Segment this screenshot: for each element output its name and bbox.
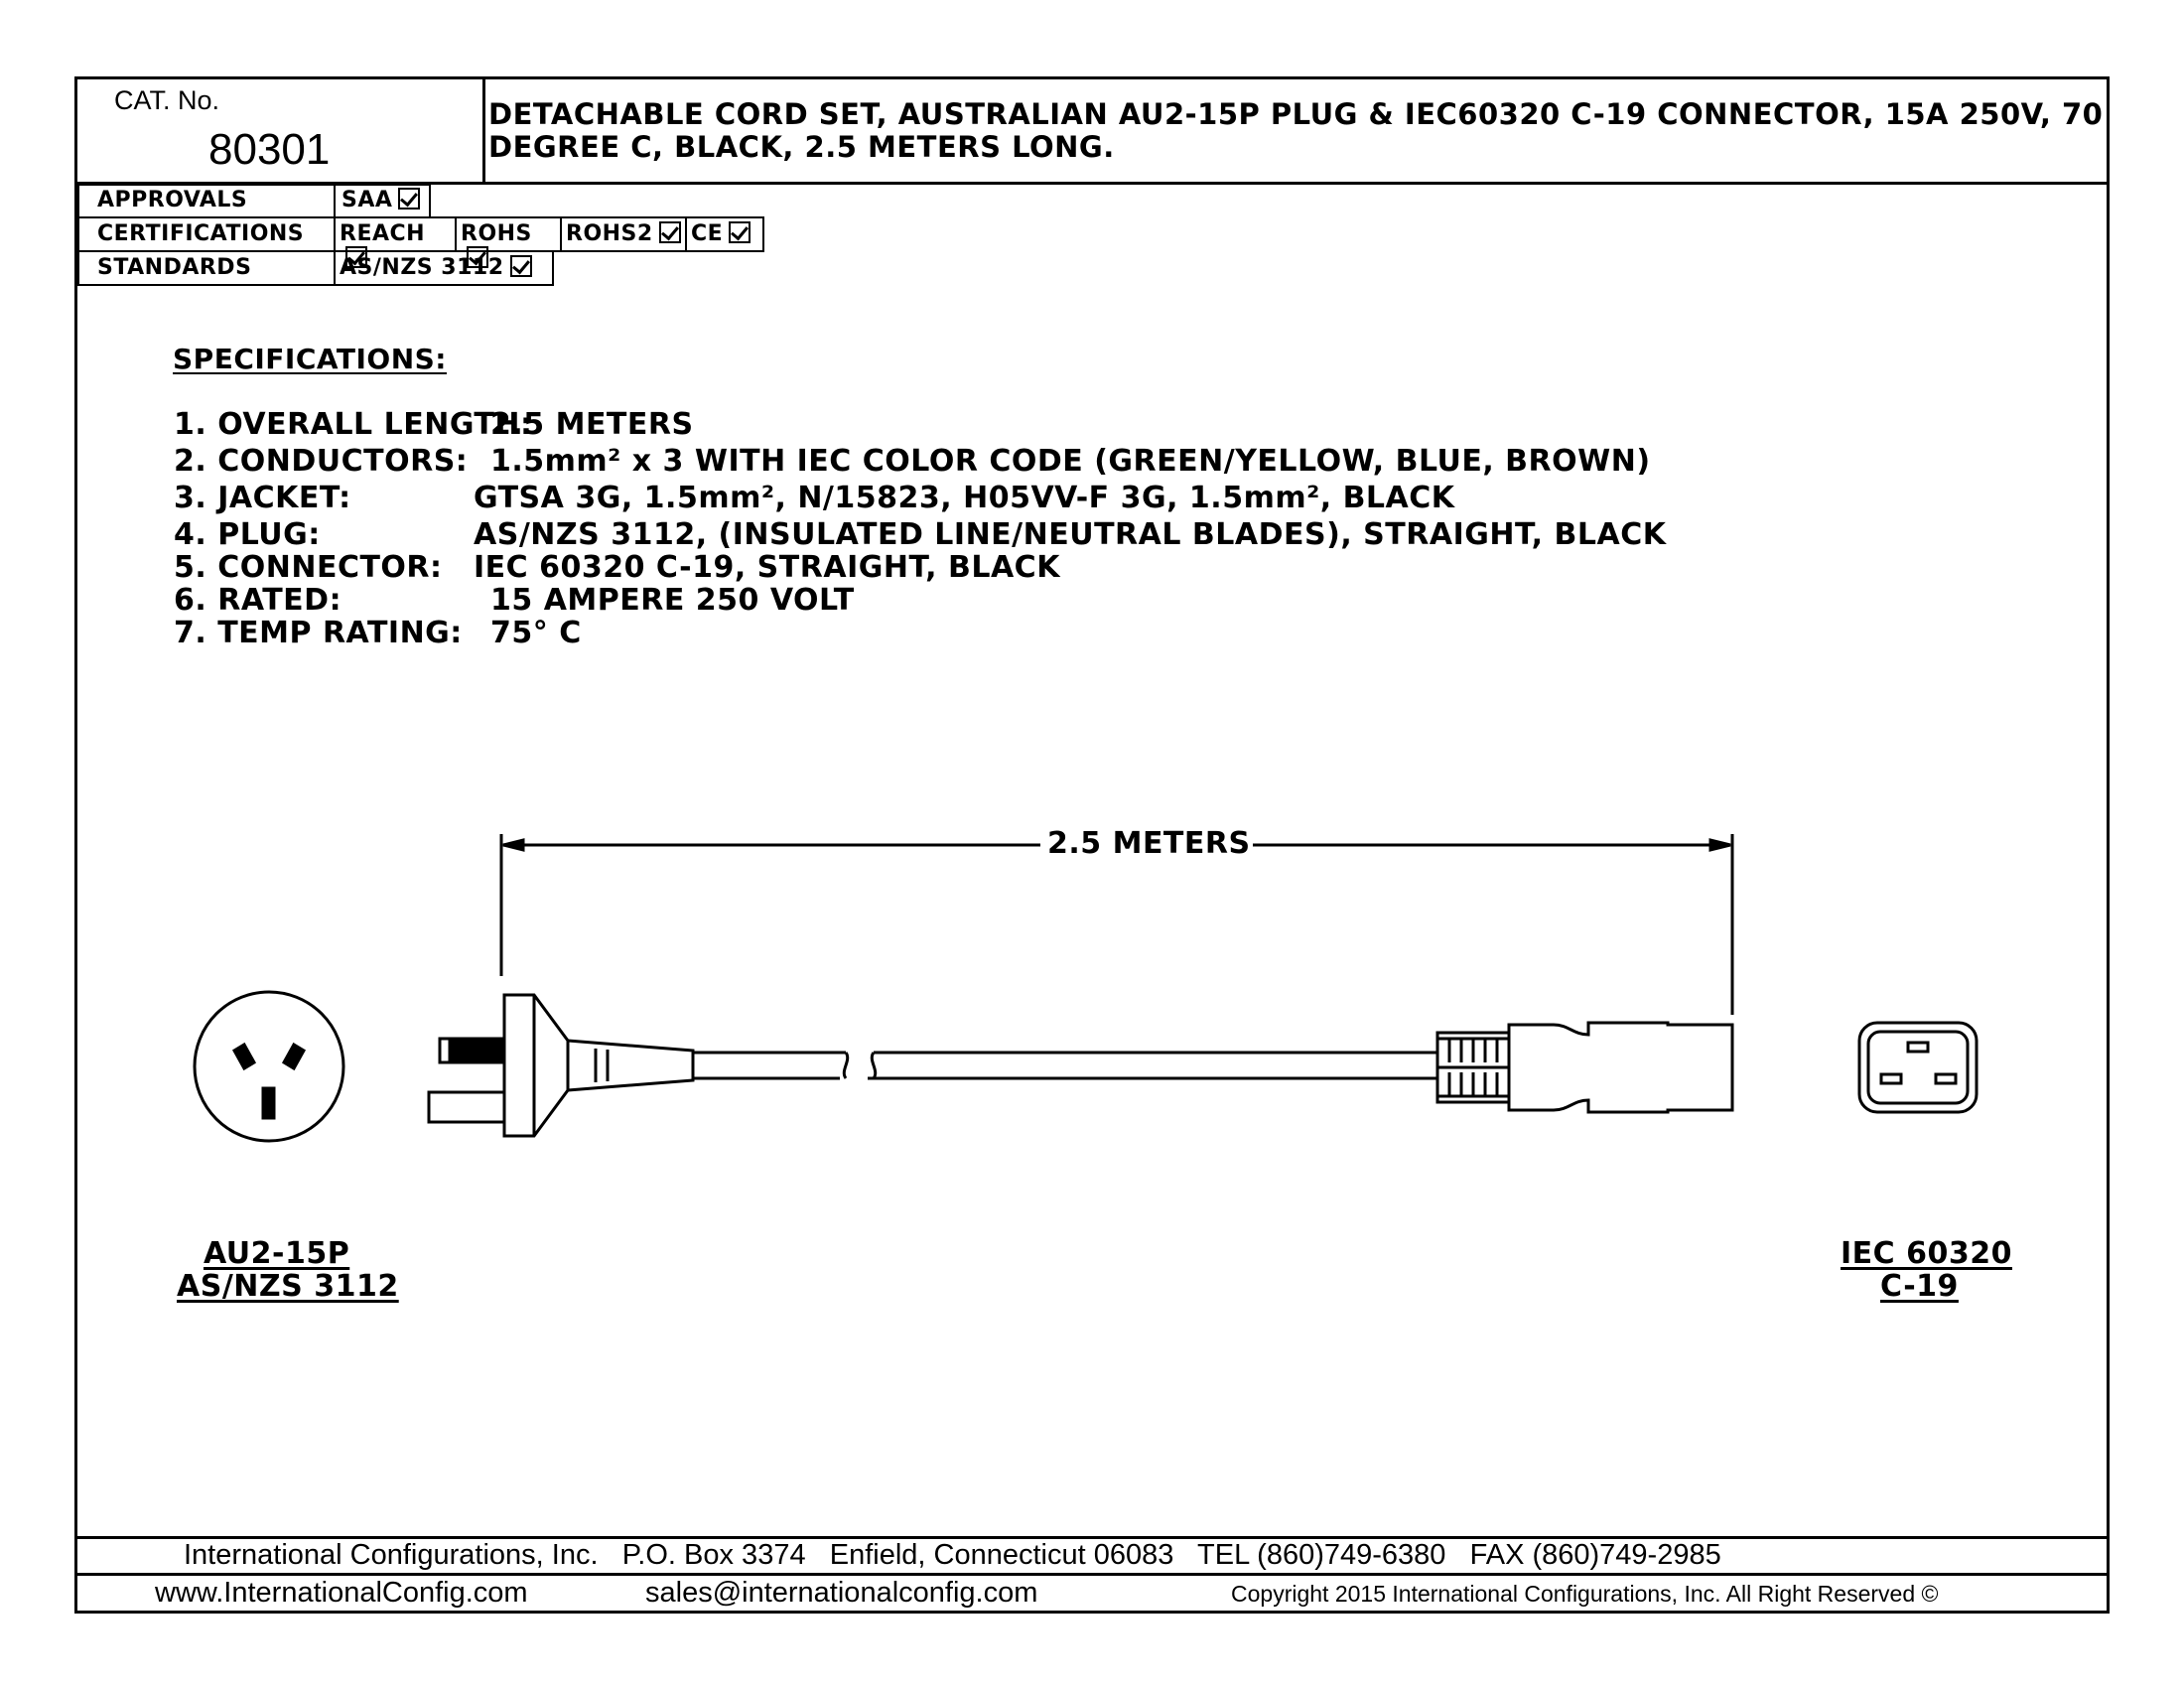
plug-label-line-2: AS/NZS 3112 (177, 1269, 399, 1304)
cat-number: 80301 (208, 125, 331, 174)
approval-saa: SAA (341, 188, 393, 212)
standards-label: STANDARDS (97, 255, 252, 280)
spec-label: 4. PLUG: (174, 517, 321, 552)
spec-value: IEC 60320 C-19, STRAIGHT, BLACK (474, 550, 1060, 585)
footer-top-rule (74, 1536, 2110, 1539)
c19-connector-body-icon (1435, 1021, 1734, 1114)
au-plug-face-icon (193, 990, 345, 1143)
check-icon (467, 246, 488, 268)
spec-value: 15 AMPERE 250 VOLT (490, 583, 855, 618)
spec-label: 6. RATED: (174, 583, 342, 618)
check-icon (345, 246, 367, 268)
spec-value: AS/NZS 3112, (INSULATED LINE/NEUTRAL BLA… (474, 517, 1667, 552)
drawing-frame (74, 76, 2110, 1614)
spec-label: 5. CONNECTOR: (174, 550, 443, 585)
cert-rohs2-cell: ROHS2 (560, 216, 687, 252)
spec-label: 3. JACKET: (174, 481, 351, 515)
check-icon (509, 255, 532, 277)
spec-value: GTSA 3G, 1.5mm², N/15823, H05VV-F 3G, 1.… (474, 481, 1455, 515)
connector-label-line-2: C-19 (1880, 1269, 1959, 1304)
c19-connector-face-icon (1857, 1021, 1979, 1114)
cat-label: CAT. No. (114, 85, 220, 115)
approvals-label: APPROVALS (97, 188, 248, 212)
spec-value: 1.5mm² x 3 WITH IEC COLOR CODE (GREEN/YE… (490, 444, 1651, 479)
au-plug-body-icon (427, 993, 695, 1138)
plug-label-line-1: AU2-15P (204, 1236, 350, 1271)
cert-rohs: ROHS (461, 221, 532, 246)
standards-value-cell: AS/NZS 3112 (334, 250, 554, 286)
spec-value: 2.5 METERS (490, 407, 694, 442)
spec-label: 7. TEMP RATING: (174, 616, 463, 650)
check-icon (729, 221, 751, 243)
cert-ce-cell: CE (685, 216, 764, 252)
cert-rohs2: ROHS2 (566, 221, 653, 246)
footer-email[interactable]: sales@internationalconfig.com (645, 1577, 1038, 1609)
spec-label: 1. OVERALL LENGTH: (174, 407, 533, 442)
check-icon (658, 221, 681, 243)
spec-label: 2. CONDUCTORS: (174, 444, 469, 479)
spec-value: 75° C (490, 616, 582, 650)
standard-asnzs3112: AS/NZS 3112 (340, 255, 504, 280)
certifications-label: CERTIFICATIONS (97, 221, 305, 246)
title-block-divider (482, 76, 485, 184)
description-line-2: DEGREE C, BLACK, 2.5 METERS LONG. (488, 130, 1115, 164)
standards-label-cell: STANDARDS (77, 250, 336, 286)
footer-website[interactable]: www.InternationalConfig.com (155, 1577, 528, 1609)
footer-company-line: International Configurations, Inc. P.O. … (184, 1539, 1721, 1571)
cert-ce: CE (691, 221, 724, 246)
connector-label-line-1: IEC 60320 (1841, 1236, 2012, 1271)
approvals-value-cell: SAA (334, 184, 431, 218)
check-icon (398, 188, 421, 210)
cert-reach: REACH (340, 221, 426, 246)
description-line-1: DETACHABLE CORD SET, AUSTRALIAN AU2-15P … (488, 97, 2104, 131)
cable (693, 1051, 1437, 1080)
title-block-bottom-rule (74, 182, 2110, 185)
dimension-line (499, 834, 1734, 1015)
footer-copyright: Copyright 2015 International Configurati… (1231, 1581, 1939, 1607)
dimension-label: 2.5 METERS (1045, 826, 1253, 861)
footer-middle-rule (74, 1573, 2110, 1576)
specifications-heading: SPECIFICATIONS: (173, 343, 447, 375)
